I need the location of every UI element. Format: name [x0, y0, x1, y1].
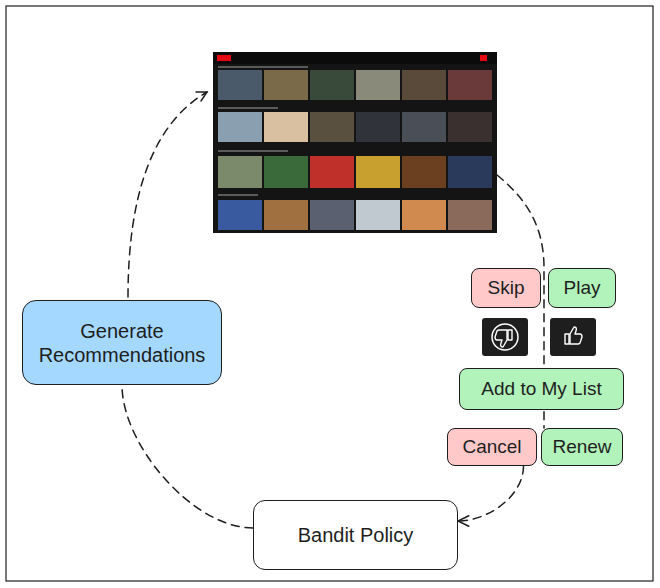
connector-line	[458, 466, 524, 521]
thumbnail	[448, 70, 492, 100]
row-heading	[218, 194, 258, 196]
row-heading	[218, 66, 308, 68]
thumbnail	[356, 70, 400, 100]
thumbnail	[448, 200, 492, 230]
thumbnail	[218, 70, 262, 100]
dashed-connector	[122, 385, 253, 528]
thumbnail	[402, 200, 446, 230]
feedback-button: Cancel	[447, 428, 537, 466]
thumb-hand	[495, 330, 507, 347]
node-label: Bandit Policy	[298, 523, 414, 547]
thumb-hand	[570, 327, 582, 344]
thumb-glyph	[565, 327, 582, 344]
thumbnail	[402, 156, 446, 188]
feedback-button: Renew	[541, 428, 623, 466]
thumbnail	[356, 200, 400, 230]
dashed-arrow	[128, 92, 207, 297]
node-label: Play	[564, 277, 601, 300]
icon-ring	[492, 324, 518, 350]
thumbnail	[218, 200, 262, 230]
row-heading	[218, 107, 278, 109]
node-label: Cancel	[462, 436, 521, 459]
connector-line	[122, 385, 253, 528]
thumb-cuff	[565, 334, 569, 344]
thumbnail	[264, 200, 308, 230]
process-box: Generate Recommendations	[22, 300, 222, 385]
thumb-cuff	[508, 330, 512, 340]
thumbnail	[264, 70, 308, 100]
dashed-connector	[458, 466, 524, 526]
feedback-button: Play	[548, 268, 616, 308]
thumbnail	[356, 112, 400, 142]
thumbnail	[264, 112, 308, 142]
node-label: Generate Recommendations	[31, 319, 213, 367]
nav-bar	[213, 52, 497, 64]
thumbnail	[448, 112, 492, 142]
node-label: Add to My List	[481, 378, 601, 401]
node-label: Renew	[552, 436, 611, 459]
feedback-button: Add to My List	[459, 368, 624, 410]
arrowhead	[196, 92, 207, 101]
thumbnail	[218, 112, 262, 142]
outer-frame	[6, 6, 653, 581]
thumb-glyph	[495, 330, 512, 347]
thumbnail	[310, 156, 354, 188]
thumbnail	[310, 70, 354, 100]
logo-mark	[217, 55, 231, 61]
thumbnail	[264, 156, 308, 188]
node-label: Skip	[488, 277, 525, 300]
thumbnail	[356, 156, 400, 188]
arrowhead	[458, 516, 469, 526]
thumbnail	[402, 70, 446, 100]
thumbnail	[448, 156, 492, 188]
icon-background	[482, 318, 528, 356]
policy-box: Bandit Policy	[253, 500, 458, 570]
profile-mark	[480, 55, 487, 61]
icon-background	[550, 318, 596, 356]
row-heading	[218, 150, 288, 152]
thumbnail	[310, 200, 354, 230]
feedback-button: Skip	[471, 268, 541, 308]
thumbnail	[402, 112, 446, 142]
thumbs-up-icon	[550, 318, 596, 356]
screenshot	[213, 52, 497, 233]
thumbnail	[310, 112, 354, 142]
thumbs-down-icon	[482, 318, 528, 356]
thumbnail	[218, 156, 262, 188]
screen-background	[213, 52, 497, 233]
